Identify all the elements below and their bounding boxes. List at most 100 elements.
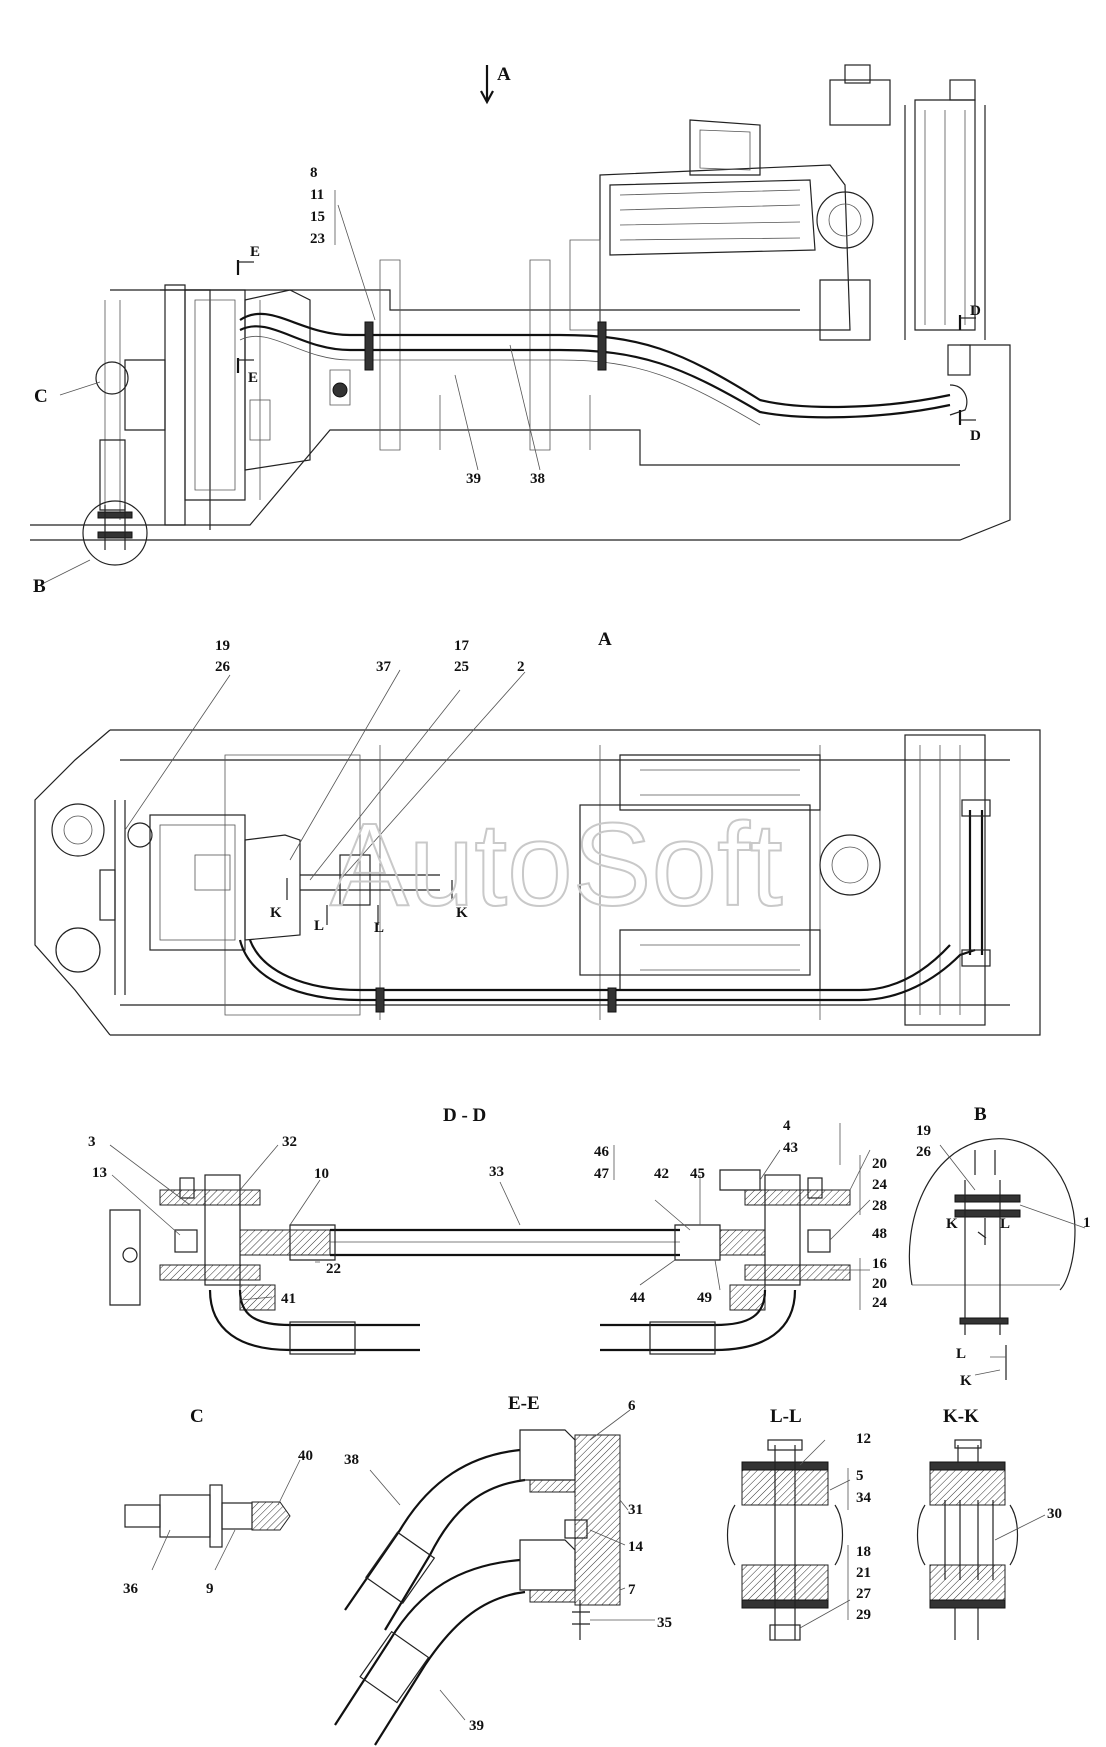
side-label-8: 8 bbox=[310, 165, 318, 181]
section-arrow-icon bbox=[236, 260, 976, 425]
cooler-unit bbox=[829, 64, 986, 340]
detail-circle-icon bbox=[95, 361, 129, 395]
dd-label-20a: 20 bbox=[872, 1156, 887, 1172]
ll-label-34: 34 bbox=[856, 1490, 872, 1506]
dd-label-48: 48 bbox=[872, 1226, 887, 1242]
gearbox-housing bbox=[99, 284, 351, 526]
ll-label-29: 29 bbox=[856, 1607, 871, 1623]
ee-label-31: 31 bbox=[628, 1502, 643, 1518]
dd-label-42: 42 bbox=[654, 1166, 669, 1182]
top-mark-l-right: L bbox=[374, 920, 384, 936]
dd-label-45: 45 bbox=[690, 1166, 705, 1182]
dd-label-24a: 24 bbox=[872, 1177, 888, 1193]
dd-label-24b: 24 bbox=[872, 1295, 888, 1311]
top-callout-2: 2 bbox=[517, 659, 525, 675]
side-label-15: 15 bbox=[310, 209, 325, 225]
b-mark-l-bottom: L bbox=[956, 1346, 966, 1362]
mount-bolt-assembly bbox=[97, 505, 133, 550]
side-label-38: 38 bbox=[530, 471, 545, 487]
section-kk: K-K 30 bbox=[916, 1406, 1062, 1640]
view-arrow-icon bbox=[480, 65, 494, 105]
detail-c: C 40 36 9 bbox=[123, 1406, 313, 1597]
detail-c-title: C bbox=[190, 1406, 204, 1427]
side-label-11: 11 bbox=[310, 187, 324, 203]
top-callout-17: 17 bbox=[454, 638, 470, 654]
dd-label-47: 47 bbox=[594, 1166, 610, 1182]
dd-label-43: 43 bbox=[783, 1140, 798, 1156]
top-callout-19: 19 bbox=[215, 638, 230, 654]
ee-label-35: 35 bbox=[657, 1615, 672, 1631]
engine-block bbox=[569, 119, 874, 341]
b-mark-k-bottom: K bbox=[960, 1373, 972, 1389]
section-mark-d-top: D bbox=[970, 303, 981, 319]
dd-label-49: 49 bbox=[697, 1290, 712, 1306]
side-label-39: 39 bbox=[466, 471, 481, 487]
ll-label-5: 5 bbox=[856, 1468, 864, 1484]
section-ll: L-L 12 5 34 18 21 27 29 bbox=[726, 1406, 872, 1641]
section-mark-e-top: E bbox=[250, 244, 260, 260]
side-view: A bbox=[30, 64, 1011, 597]
ll-label-12: 12 bbox=[856, 1431, 871, 1447]
ee-label-38: 38 bbox=[344, 1452, 359, 1468]
dd-label-10: 10 bbox=[314, 1166, 329, 1182]
gearbox-top bbox=[99, 800, 301, 995]
ee-label-7: 7 bbox=[628, 1582, 636, 1598]
detail-b: B 19 26 1 K L L K bbox=[908, 1104, 1091, 1389]
b-label-19: 19 bbox=[916, 1123, 931, 1139]
dd-label-44: 44 bbox=[630, 1290, 646, 1306]
dd-label-16: 16 bbox=[872, 1256, 888, 1272]
dd-label-41: 41 bbox=[281, 1291, 296, 1307]
dd-label-22: 22 bbox=[326, 1261, 341, 1277]
dd-label-33: 33 bbox=[489, 1164, 504, 1180]
detail-circle-icon bbox=[82, 500, 148, 566]
side-view-arrow-label: A bbox=[497, 64, 511, 85]
watermark: AutoSoft bbox=[330, 799, 783, 931]
section-dd: D - D 3 13 3 bbox=[88, 1105, 888, 1355]
ee-label-6: 6 bbox=[628, 1398, 636, 1414]
ll-label-18: 18 bbox=[856, 1544, 871, 1560]
b-mark-k-top: K bbox=[946, 1216, 958, 1232]
top-view: A bbox=[34, 629, 1041, 1036]
kk-label-30: 30 bbox=[1047, 1506, 1062, 1522]
side-label-23: 23 bbox=[310, 231, 325, 247]
top-callout-25: 25 bbox=[454, 659, 469, 675]
hose-top bbox=[238, 799, 991, 1013]
top-callout-37: 37 bbox=[376, 659, 392, 675]
detail-b-title: B bbox=[974, 1104, 987, 1125]
top-mark-k-left: K bbox=[270, 905, 282, 921]
section-mark-e-bottom: E bbox=[248, 370, 258, 386]
dd-label-13: 13 bbox=[92, 1165, 107, 1181]
detail-mark-b: B bbox=[33, 576, 46, 597]
section-dd-title: D - D bbox=[443, 1105, 486, 1126]
section-ee-title: E-E bbox=[508, 1393, 540, 1414]
detail-mark-c: C bbox=[34, 386, 48, 407]
c-label-40: 40 bbox=[298, 1448, 313, 1464]
dd-label-4: 4 bbox=[783, 1118, 791, 1134]
section-mark-d-bottom: D bbox=[970, 428, 981, 444]
top-mark-k-right: K bbox=[456, 905, 468, 921]
ee-label-14: 14 bbox=[628, 1539, 644, 1555]
b-label-26: 26 bbox=[916, 1144, 932, 1160]
section-arrow-icon bbox=[286, 878, 453, 925]
ee-label-39: 39 bbox=[469, 1718, 484, 1734]
dd-label-28: 28 bbox=[872, 1198, 887, 1214]
section-ll-title: L-L bbox=[770, 1406, 802, 1427]
b-mark-l-top: L bbox=[1000, 1216, 1010, 1232]
top-mark-l-left: L bbox=[314, 918, 324, 934]
dd-label-32: 32 bbox=[282, 1134, 297, 1150]
top-view-title: A bbox=[598, 629, 612, 650]
hose-pair-38-39 bbox=[239, 312, 971, 426]
section-ee: E-E 6 38 31 14 7 35 39 bbox=[334, 1393, 672, 1746]
b-label-1: 1 bbox=[1083, 1215, 1091, 1231]
dd-label-20b: 20 bbox=[872, 1276, 887, 1292]
engine-top bbox=[579, 734, 986, 1026]
c-label-9: 9 bbox=[206, 1581, 214, 1597]
dd-label-3: 3 bbox=[88, 1134, 96, 1150]
ll-label-27: 27 bbox=[856, 1586, 872, 1602]
top-callout-26: 26 bbox=[215, 659, 231, 675]
c-label-36: 36 bbox=[123, 1581, 139, 1597]
ll-label-21: 21 bbox=[856, 1565, 871, 1581]
section-kk-title: K-K bbox=[943, 1406, 979, 1427]
dd-label-46: 46 bbox=[594, 1144, 610, 1160]
